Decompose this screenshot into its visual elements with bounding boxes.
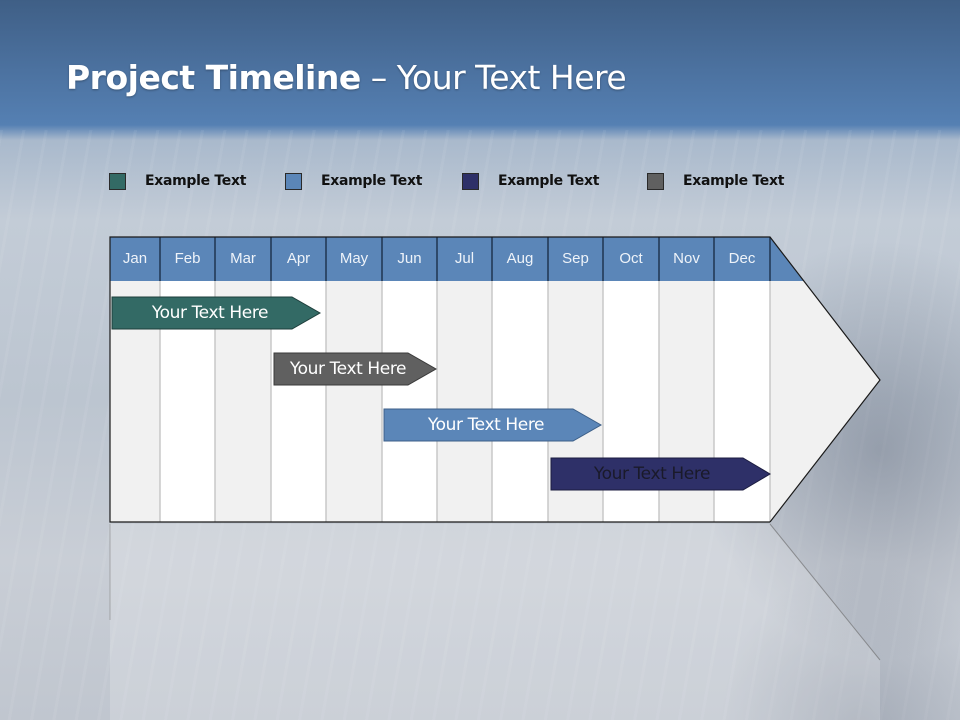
page-title: Project Timeline – Your Text Here [66, 58, 627, 97]
title-rest: – Your Text Here [360, 58, 627, 97]
legend-label: Example Text [498, 173, 600, 189]
month-aug: Aug [506, 250, 534, 267]
legend-swatch-teal [109, 172, 126, 190]
month-jul: Jul [454, 250, 475, 267]
month-oct: Oct [619, 250, 643, 267]
month-jan: Jan [122, 250, 148, 267]
timeline-bar-1-label: Your Text Here [151, 303, 269, 323]
legend-label: Example Text [321, 173, 423, 189]
legend-item-4: Example Text [647, 170, 784, 192]
legend-item-2: Example Text [285, 170, 422, 192]
month-sep: Sep [562, 250, 589, 267]
legend-item-3: Example Text [462, 170, 599, 192]
timeline-bar-3-label: Your Text Here [427, 415, 545, 435]
legend-swatch-navy [462, 172, 479, 190]
legend-label: Example Text [145, 173, 247, 189]
timeline-bar-4-label: Your Text Here [593, 464, 711, 484]
month-nov: Nov [673, 250, 700, 267]
month-feb: Feb [174, 250, 201, 267]
month-apr: Apr [286, 250, 311, 267]
month-may: May [339, 250, 369, 267]
legend-label: Example Text [683, 173, 785, 189]
legend-item-1: Example Text [109, 170, 246, 192]
month-dec: Dec [728, 250, 756, 267]
title-bold: Project Timeline [66, 58, 361, 97]
timeline-bar-2-label: Your Text Here [289, 359, 407, 379]
month-mar: Mar [230, 250, 256, 267]
month-jun: Jun [397, 250, 422, 267]
legend-swatch-gray [647, 172, 664, 190]
legend-swatch-blue [285, 172, 302, 190]
